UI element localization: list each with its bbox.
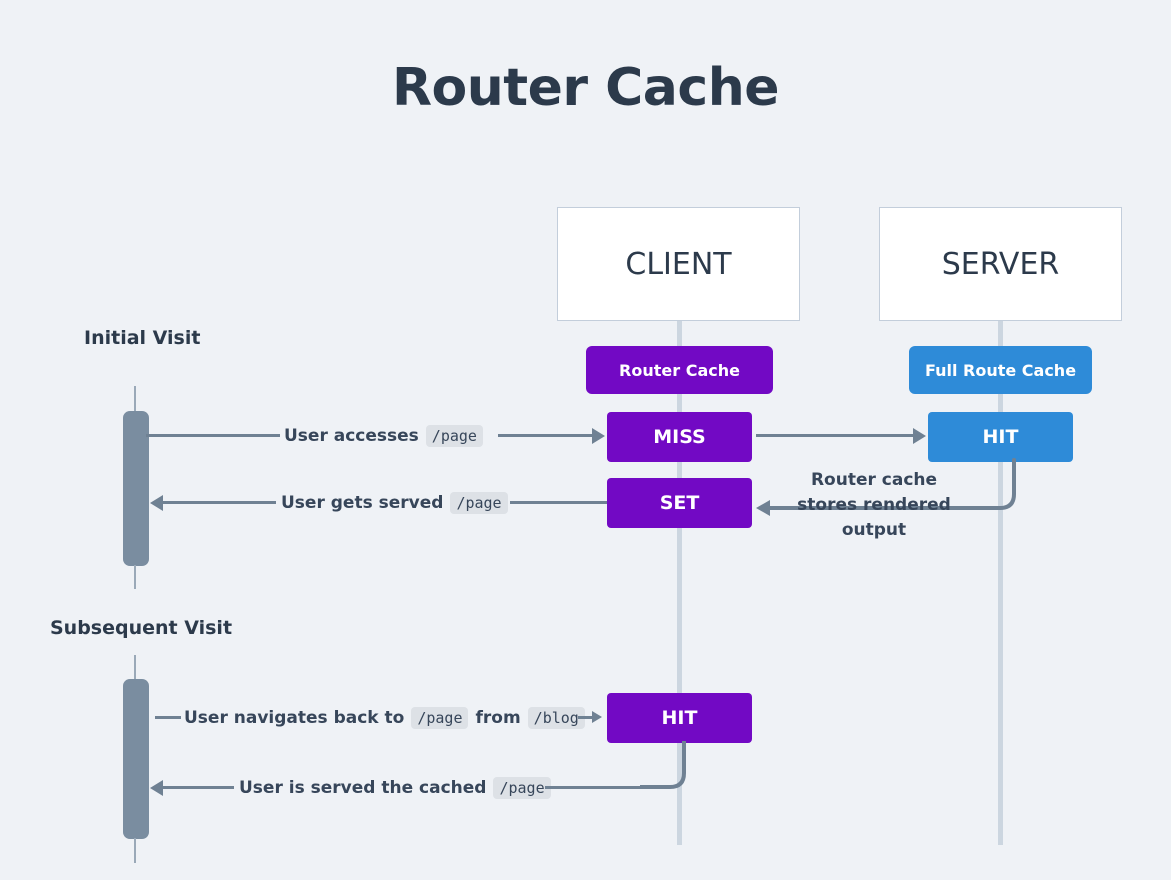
badge-router-cache-label: Router Cache bbox=[619, 360, 740, 380]
message-user-navigates-from-text: from bbox=[475, 708, 521, 728]
state-server-hit-label: HIT bbox=[982, 426, 1019, 448]
elbow-connector-hit-to-served bbox=[640, 741, 686, 789]
state-box-server-hit: HIT bbox=[928, 412, 1073, 462]
badge-full-route-cache: Full Route Cache bbox=[909, 346, 1092, 394]
note-router-cache-stores: Router cache stores rendered output bbox=[772, 468, 976, 543]
section-label-subsequent-visit: Subsequent Visit bbox=[50, 617, 232, 639]
lifeline-client bbox=[677, 320, 682, 845]
elbow-connector-server-to-set bbox=[756, 458, 1016, 516]
state-box-client-miss: MISS bbox=[607, 412, 752, 462]
message-user-gets-served: User gets served /page bbox=[281, 492, 508, 514]
actor-activation-bar-subsequent bbox=[123, 679, 149, 839]
actor-lifeline-initial-bottom bbox=[134, 565, 136, 589]
message-user-navigates-text: User navigates back to bbox=[184, 708, 405, 728]
message-line-user-served-cached-left bbox=[162, 786, 234, 789]
page-title: Router Cache bbox=[391, 58, 780, 118]
participant-server-label: SERVER bbox=[941, 246, 1060, 282]
participant-client-label: CLIENT bbox=[625, 246, 732, 282]
message-line-miss-to-hit bbox=[756, 434, 914, 437]
message-user-accesses-text: User accesses bbox=[284, 426, 419, 446]
badge-full-route-cache-label: Full Route Cache bbox=[924, 360, 1077, 380]
message-line-user-gets-served-right bbox=[510, 501, 607, 504]
actor-lifeline-subsequent-bottom bbox=[134, 838, 136, 863]
badge-router-cache: Router Cache bbox=[586, 346, 773, 394]
lifeline-server bbox=[998, 320, 1003, 845]
state-client-hit-label: HIT bbox=[661, 707, 698, 729]
message-user-gets-served-code: /page bbox=[450, 492, 508, 514]
message-user-navigates-code-blog: /blog bbox=[527, 707, 585, 729]
note-line-3: output bbox=[841, 520, 907, 540]
message-user-accesses: User accesses /page bbox=[284, 425, 483, 447]
state-client-set-label: SET bbox=[659, 492, 700, 514]
participant-server: SERVER bbox=[879, 207, 1122, 321]
state-client-miss-label: MISS bbox=[653, 426, 706, 448]
participant-client: CLIENT bbox=[557, 207, 800, 321]
message-user-accesses-code: /page bbox=[425, 425, 483, 447]
actor-lifeline-initial-top bbox=[134, 386, 136, 412]
message-arrowhead-user-accesses bbox=[592, 428, 605, 444]
message-user-served-cached-code: /page bbox=[493, 777, 551, 799]
message-arrowhead-user-served-cached bbox=[150, 780, 163, 796]
section-label-initial-visit: Initial Visit bbox=[84, 327, 200, 349]
note-line-1: Router cache bbox=[810, 470, 938, 490]
message-user-navigates-back: User navigates back to /page from /blog bbox=[184, 707, 585, 729]
message-line-user-accesses-left bbox=[146, 434, 280, 437]
actor-activation-bar-initial bbox=[123, 411, 149, 566]
message-arrowhead-user-navigates bbox=[592, 711, 602, 723]
message-line-user-navigates-left bbox=[155, 716, 181, 719]
state-box-client-hit: HIT bbox=[607, 693, 752, 743]
message-user-gets-served-text: User gets served bbox=[281, 493, 444, 513]
message-user-served-cached: User is served the cached /page bbox=[239, 777, 551, 799]
message-arrowhead-user-gets-served bbox=[150, 495, 163, 511]
message-line-user-served-cached-right bbox=[545, 786, 640, 789]
message-line-user-gets-served-left bbox=[162, 501, 276, 504]
message-line-user-accesses-right bbox=[498, 434, 593, 437]
actor-lifeline-subsequent-top bbox=[134, 655, 136, 680]
message-line-user-navigates-right bbox=[578, 716, 593, 719]
message-user-navigates-code-page: /page bbox=[411, 707, 469, 729]
section-subsequent-text: Subsequent Visit bbox=[50, 617, 233, 639]
state-box-client-set: SET bbox=[607, 478, 752, 528]
message-arrowhead-miss-to-hit bbox=[913, 428, 926, 444]
note-line-2: stores rendered bbox=[797, 495, 951, 515]
message-user-served-cached-text: User is served the cached bbox=[239, 778, 487, 798]
section-initial-text: Initial Visit bbox=[84, 327, 201, 349]
